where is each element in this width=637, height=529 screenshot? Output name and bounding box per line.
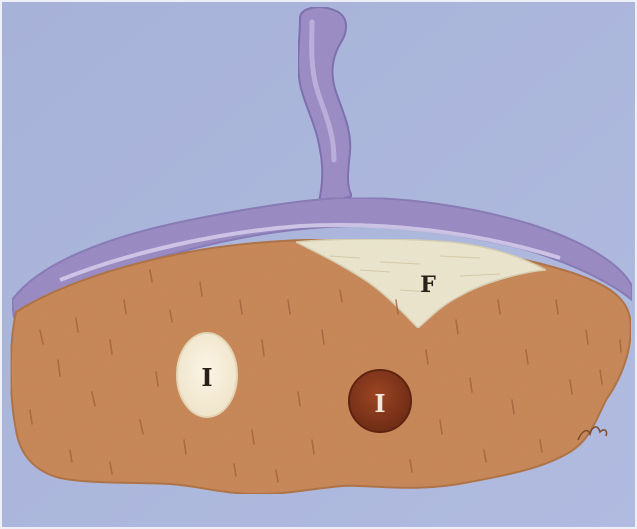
tissue-body	[11, 239, 631, 494]
pale-infarct-label: I	[201, 363, 212, 392]
fat-label: F	[420, 272, 436, 298]
red-infarct-label: I	[374, 389, 385, 418]
